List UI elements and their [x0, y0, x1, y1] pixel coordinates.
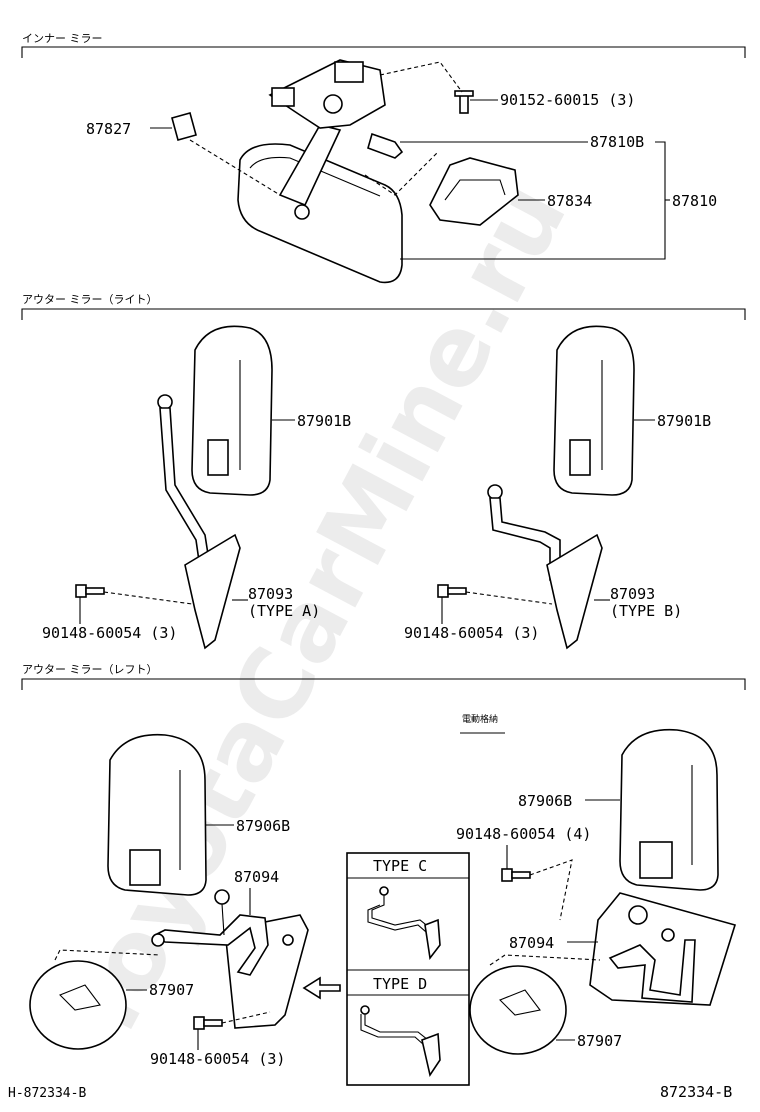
mirror-head-87901B-a [191, 325, 273, 496]
label-87906B-l: 87906B [236, 817, 290, 835]
screw-90152 [454, 90, 474, 114]
label-90148-a: 90148-60054 (3) [42, 624, 177, 642]
arrow-icon [302, 976, 341, 1000]
footer-right-code: 872334-B [660, 1083, 732, 1101]
label-87810B: 87810B [590, 133, 644, 151]
label-type-a: (TYPE A) [248, 602, 320, 620]
power-fold-label: 電動格納 [462, 713, 498, 725]
pivot-ball [151, 933, 165, 947]
stay-rod-l [153, 914, 269, 976]
label-87906B-r: 87906B [518, 792, 572, 810]
pivot-ball [487, 484, 503, 500]
lower-mirror-87907-r [469, 965, 567, 1055]
bolt-90148-r [501, 868, 531, 882]
bolt-90148-l [193, 1016, 223, 1030]
pivot-ball [294, 204, 310, 220]
label-87093-b: 87093 [610, 585, 655, 603]
footer-left-code: H-872334-B [8, 1086, 86, 1101]
pivot-ball [157, 394, 173, 410]
label-87907-r: 87907 [577, 1032, 622, 1050]
bolt-90148-a [75, 584, 105, 598]
pivot-ball [661, 928, 675, 942]
mirror-bracket-87094-r [589, 892, 737, 1006]
lower-mirror-87907-l [29, 960, 127, 1050]
connector [271, 87, 295, 107]
section-title-inner-mirror: インナー ミラー [22, 32, 103, 45]
label-87907-l: 87907 [149, 981, 194, 999]
inner-mirror-glass [237, 143, 403, 284]
label-87901B-b: 87901B [657, 412, 711, 430]
mirror-bracket-87093-b [546, 533, 603, 650]
inner-mirror-stay [278, 124, 342, 207]
section-outer-mirror-left: アウター ミラー（レフト） 87906B 87094 87907 90148-6… [21, 663, 746, 1086]
mirror-cover-87834 [429, 157, 519, 226]
section-title-outer-mirror-right: アウター ミラー（ライト） [22, 293, 158, 306]
mirror-bracket-87093-a [184, 533, 241, 650]
label-87901B-a: 87901B [297, 412, 351, 430]
label-90148-b: 90148-60054 (3) [404, 624, 539, 642]
type-d-label: TYPE D [373, 975, 427, 993]
label-90148-l: 90148-60054 (3) [150, 1050, 285, 1068]
section-outer-mirror-right: アウター ミラー（ライト） 87901B 87093 (TYPE A) 9014… [21, 293, 746, 650]
section-inner-mirror: インナー ミラー 90152-60015 (3) 87827 87810B [21, 32, 746, 284]
pivot-ball [360, 1005, 370, 1015]
connector [334, 61, 364, 83]
label-87827: 87827 [86, 120, 131, 138]
type-inset-frame [346, 852, 470, 1086]
label-type-b: (TYPE B) [610, 602, 682, 620]
mount-hole [323, 94, 343, 114]
label-87834: 87834 [547, 192, 592, 210]
label-90148-r: 90148-60054 (4) [456, 825, 591, 843]
label-87810: 87810 [672, 192, 717, 210]
section-bracket [21, 46, 746, 58]
label-87094-r: 87094 [509, 934, 554, 952]
bolt-90148-b [437, 584, 467, 598]
stay-rod-r [608, 939, 696, 1003]
label-87093-a: 87093 [248, 585, 293, 603]
mirror-head-87901B-b [553, 325, 635, 496]
pivot-ball [214, 889, 230, 905]
bulb [367, 132, 404, 159]
type-c-label: TYPE C [373, 857, 427, 875]
pin-87827 [171, 112, 197, 141]
section-title-outer-mirror-left: アウター ミラー（レフト） [22, 663, 158, 676]
pivot-ball [379, 886, 389, 896]
label-90152-60015: 90152-60015 (3) [500, 91, 635, 109]
label-87094-l: 87094 [234, 868, 279, 886]
type-inset: TYPE C TYPE D [346, 852, 470, 1086]
